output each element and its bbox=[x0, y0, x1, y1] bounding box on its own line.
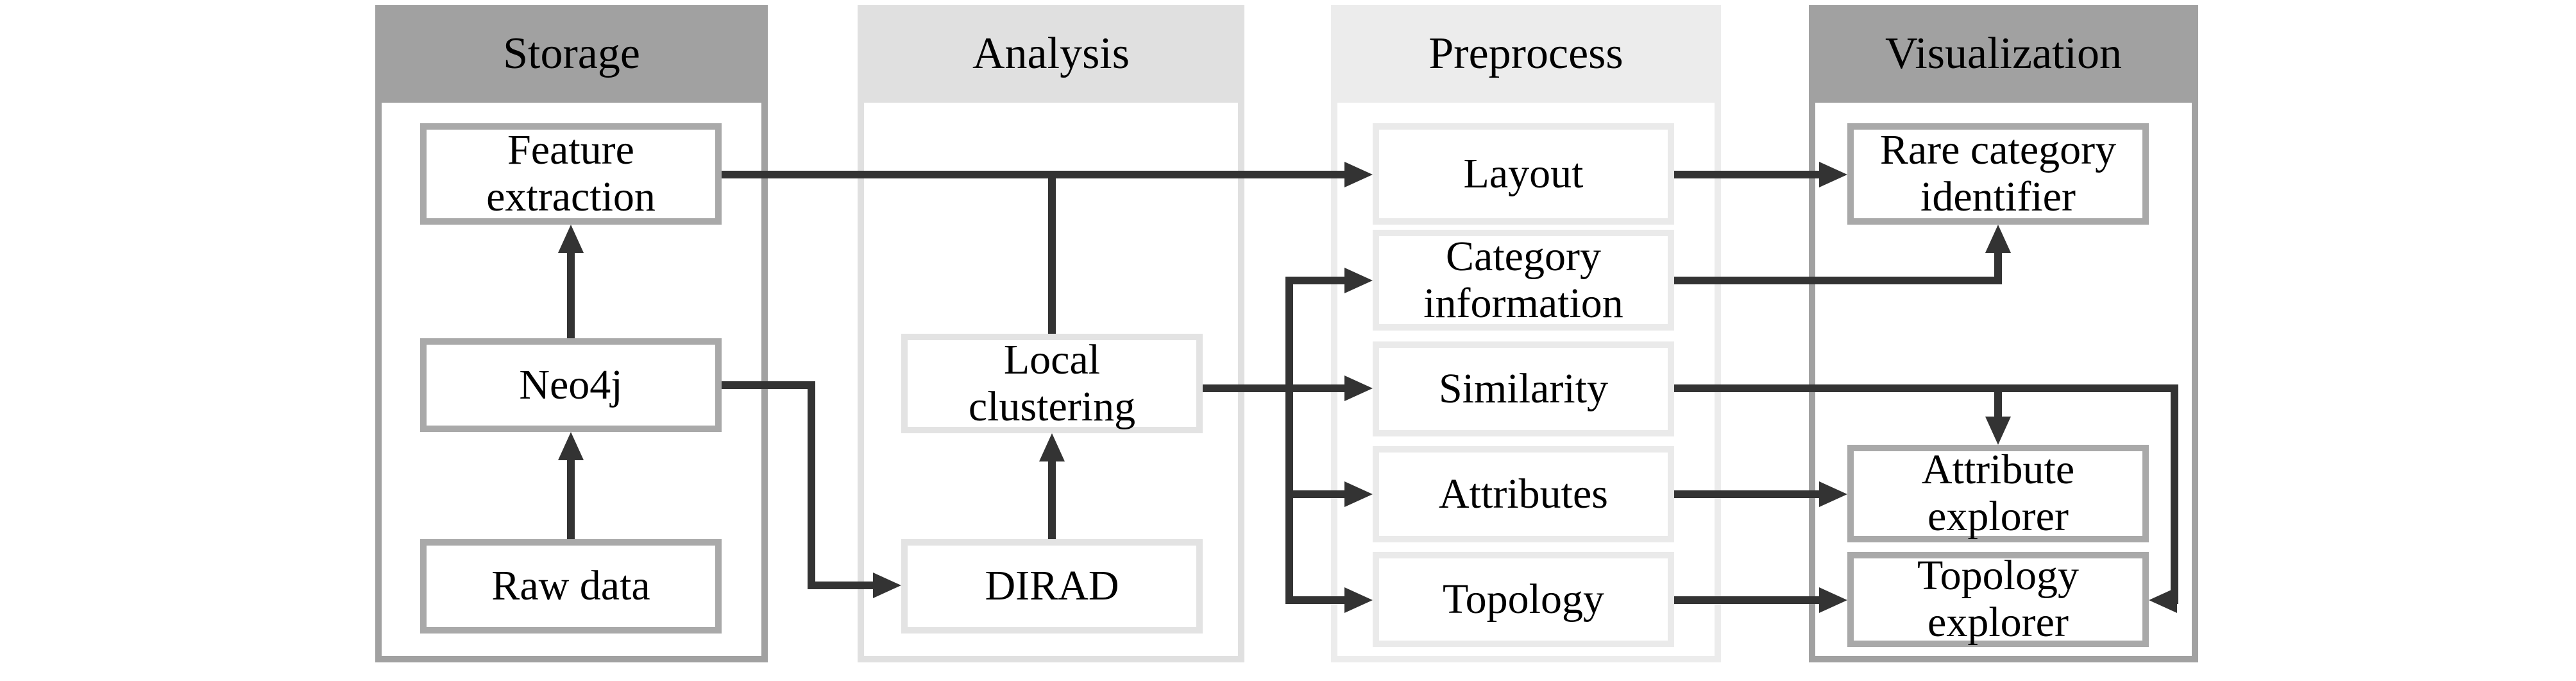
node-attribute-explorer: Attribute explorer bbox=[1847, 445, 2149, 542]
arrow-attributes-to-attribute-explorer bbox=[1674, 490, 1820, 498]
node-feature-extraction: Feature extraction bbox=[420, 123, 722, 225]
arrow-similarity-route bbox=[1674, 384, 2178, 392]
arrow-category-information-to-rare-category-identifier bbox=[1994, 252, 2002, 284]
arrow-neo4j-to-dirad bbox=[722, 381, 815, 389]
arrow-local-clustering-to-attributes bbox=[1344, 481, 1373, 507]
arrow-neo4j-to-feature-extraction bbox=[558, 225, 584, 253]
node-raw-data: Raw data bbox=[420, 539, 722, 634]
arrow-feature-extraction-to-layout bbox=[1344, 162, 1373, 187]
arrow-local-clustering-to-similarity bbox=[1344, 375, 1373, 401]
column-title-preprocess: Preprocess bbox=[1428, 29, 1623, 78]
arrow-local-clustering-to-topology bbox=[1344, 587, 1373, 613]
arrow-similarity-to-attribute-explorer bbox=[1985, 417, 2011, 445]
arrow-dirad-to-local-clustering bbox=[1048, 460, 1056, 539]
arrow-feature-extraction-to-layout bbox=[722, 171, 1346, 178]
arrow-raw-data-to-neo4j bbox=[558, 432, 584, 460]
arrow-similarity-to-attribute-explorer bbox=[1994, 384, 2002, 418]
arrow-layout-to-rare-category-identifier bbox=[1819, 162, 1847, 187]
node-neo4j: Neo4j bbox=[420, 338, 722, 432]
arrow-local-clustering-to-similarity bbox=[1203, 384, 1346, 392]
arrow-raw-data-to-neo4j bbox=[567, 459, 575, 539]
arrow-local-clustering-to-category-information bbox=[1285, 277, 1346, 284]
node-similarity: Similarity bbox=[1373, 341, 1674, 436]
column-title-analysis: Analysis bbox=[972, 29, 1130, 78]
arrow-local-clustering-to-category-information bbox=[1344, 268, 1373, 293]
node-attributes: Attributes bbox=[1373, 446, 1674, 542]
arrow-attributes-to-attribute-explorer bbox=[1819, 481, 1847, 507]
node-local-clustering: Local clustering bbox=[901, 334, 1203, 433]
node-topology-explorer: Topology explorer bbox=[1847, 552, 2149, 647]
arrow-dirad-to-local-clustering bbox=[1039, 433, 1065, 461]
node-category-information: Category information bbox=[1373, 230, 1674, 331]
arrow-neo4j-to-dirad bbox=[808, 582, 874, 589]
column-title-visualization: Visualization bbox=[1885, 29, 2123, 78]
arrow-local-clustering-fanout bbox=[1285, 277, 1293, 604]
arrow-category-information-to-rare-category-identifier bbox=[1985, 225, 2011, 253]
node-dirad: DIRAD bbox=[901, 539, 1203, 634]
arrow-similarity-to-topology-explorer bbox=[2171, 384, 2178, 604]
node-rare-category-identifier: Rare category identifier bbox=[1847, 123, 2149, 225]
arrow-local-clustering-to-topology bbox=[1285, 596, 1346, 604]
arrow-neo4j-to-dirad bbox=[808, 381, 815, 589]
column-title-storage: Storage bbox=[503, 29, 640, 78]
arrow-layout-to-rare-category-identifier bbox=[1674, 171, 1820, 178]
arrow-category-information-to-rare-category-identifier bbox=[1674, 277, 2002, 284]
arrow-neo4j-to-dirad bbox=[873, 573, 901, 598]
node-layout: Layout bbox=[1373, 123, 1674, 225]
arrow-local-clustering-to-attributes bbox=[1285, 490, 1346, 498]
arrow-neo4j-to-feature-extraction bbox=[567, 252, 575, 338]
arrow-topology-to-topology-explorer bbox=[1674, 596, 1820, 604]
arrow-similarity-to-topology-explorer bbox=[2149, 587, 2177, 613]
arrow-topology-to-topology-explorer bbox=[1819, 587, 1847, 613]
node-topology: Topology bbox=[1373, 552, 1674, 647]
arrow-feature-extraction-to-local-clustering bbox=[1048, 171, 1056, 334]
